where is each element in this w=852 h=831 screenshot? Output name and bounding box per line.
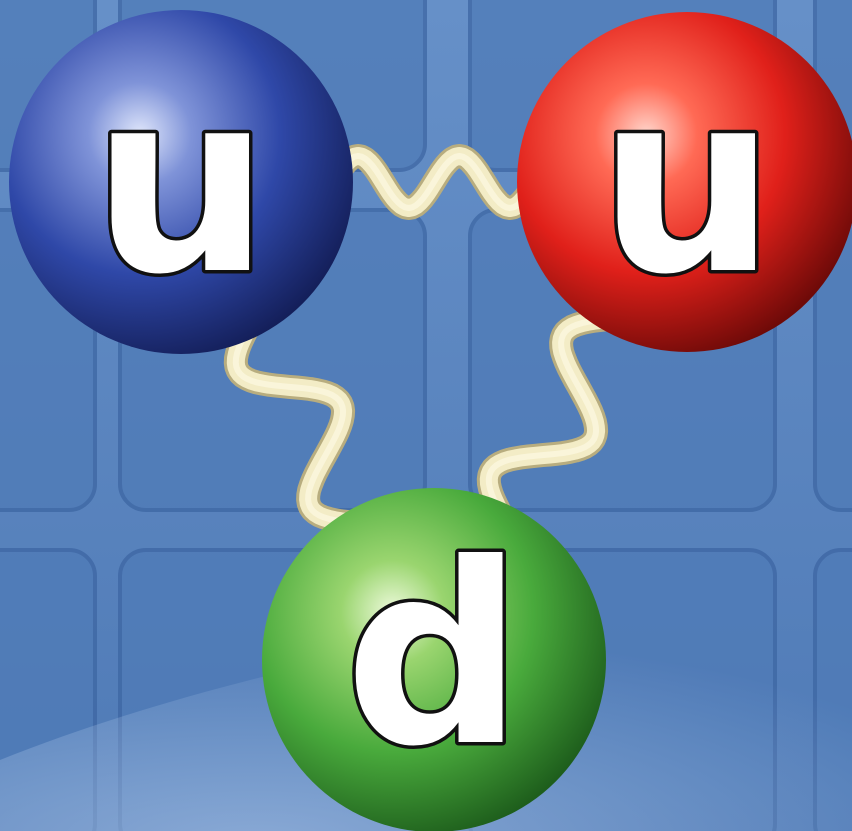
- quark-label: u: [598, 38, 776, 329]
- quark-down-green: d: [262, 488, 606, 831]
- quark-up-red: u: [517, 12, 852, 352]
- quark-up-blue: u: [9, 10, 353, 354]
- quark-label: u: [92, 38, 270, 329]
- quark-label: d: [345, 510, 524, 801]
